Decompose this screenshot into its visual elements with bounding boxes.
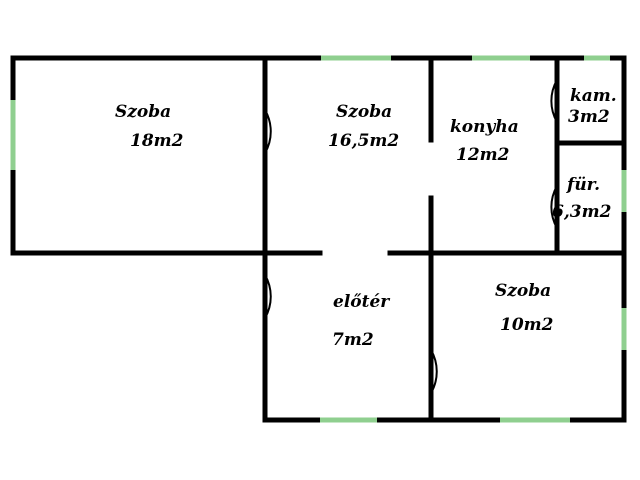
door-pantry — [550, 79, 558, 123]
hall-area: 7m2 — [332, 330, 374, 350]
room-1-name: Szoba — [115, 102, 171, 122]
bathroom-name: für. — [566, 175, 600, 195]
walls — [10, 55, 627, 423]
room-3-name: Szoba — [495, 281, 551, 301]
room-3-area: 10m2 — [500, 315, 554, 335]
door-room1-room2 — [264, 109, 272, 154]
room-labels: Szoba 18m2 Szoba 16,5m2 konyha 12m2 kam.… — [115, 86, 617, 350]
room-1-area: 18m2 — [130, 131, 184, 151]
room-2-area: 16,5m2 — [328, 131, 399, 151]
pantry-name: kam. — [570, 86, 617, 106]
kitchen-name: konyha — [450, 117, 519, 137]
windows — [10, 55, 627, 423]
pantry-area: 3m2 — [568, 107, 610, 127]
hall-name: előtér — [333, 292, 390, 312]
door-room3 — [430, 349, 438, 394]
doors — [264, 79, 558, 394]
door-hall — [264, 274, 272, 319]
room-2-name: Szoba — [336, 102, 392, 122]
bathroom-area: 6,3m2 — [552, 202, 612, 222]
door-bathroom — [550, 185, 558, 229]
kitchen-area: 12m2 — [456, 145, 510, 165]
